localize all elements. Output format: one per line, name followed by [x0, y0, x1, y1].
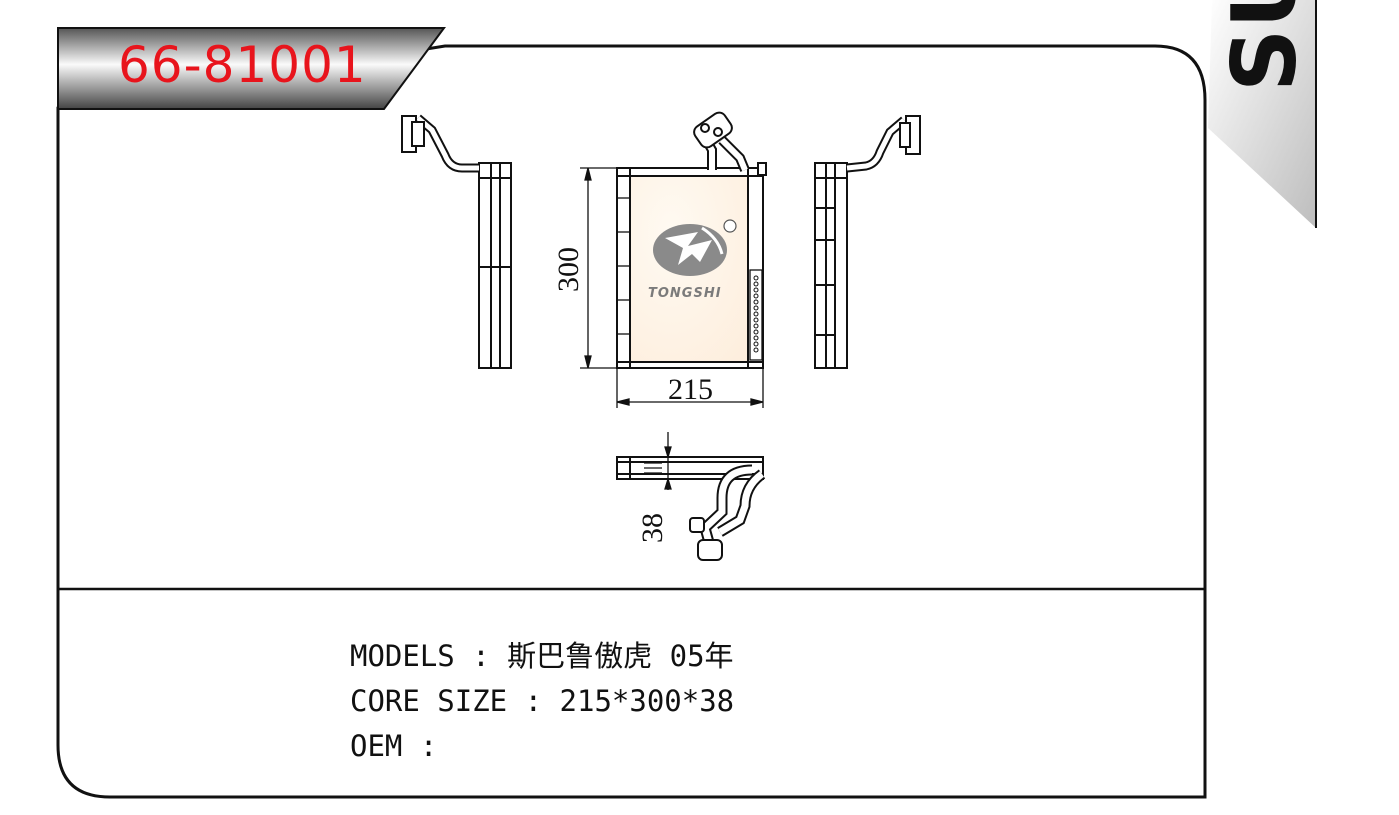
- part-number-tab: [57, 27, 446, 110]
- oem-label: OEM: [350, 729, 403, 763]
- width-value: 215: [668, 373, 713, 406]
- models-row: MODELS : 斯巴鲁傲虎 05年: [350, 639, 734, 673]
- core-size-row: CORE SIZE : 215*300*38: [350, 684, 735, 718]
- outer-frame: [56, 44, 1207, 799]
- width-dimension: [616, 368, 764, 408]
- right-side-view: [814, 115, 921, 369]
- depth-value: 38: [636, 513, 669, 543]
- brand-text: TONGSHI: [648, 286, 722, 301]
- oem-row: OEM :: [350, 729, 455, 763]
- spec-block: MODELS : 斯巴鲁傲虎 05年 CORE SIZE : 215*300*3…: [350, 634, 734, 769]
- height-dimension: [580, 167, 617, 369]
- models-value: 斯巴鲁傲虎 05年: [507, 639, 734, 673]
- depth-dimension: [660, 432, 676, 490]
- core-size-value: 215*300*38: [559, 684, 735, 718]
- part-number: 66-81001: [118, 36, 367, 94]
- core-size-label: CORE SIZE: [350, 684, 508, 718]
- height-value: 300: [552, 247, 585, 292]
- models-label: MODELS: [350, 639, 455, 673]
- corner-flap: [1208, 0, 1316, 228]
- top-view: [616, 456, 766, 561]
- corner-brand-text: SU: [1213, 0, 1316, 92]
- brand-logo-icon: [653, 219, 737, 276]
- left-side-view: [401, 114, 512, 369]
